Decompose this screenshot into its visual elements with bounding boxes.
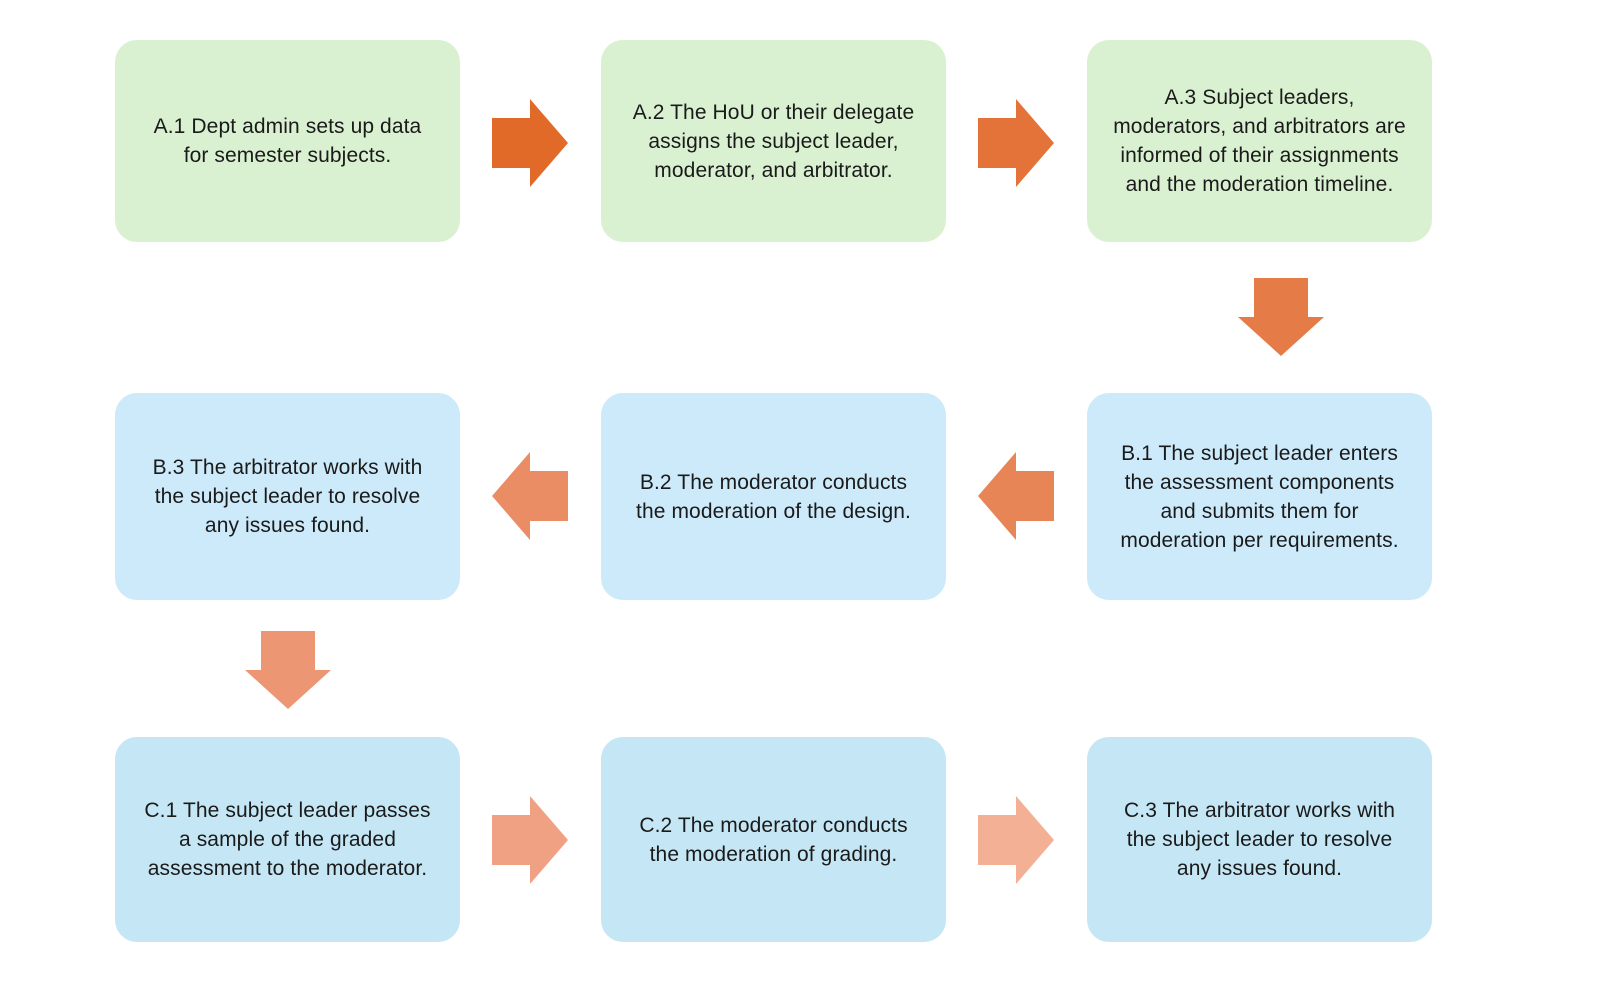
flow-box-c2: C.2 The moderator conducts the moderatio…	[601, 737, 946, 942]
flow-box-c2-label: C.2 The moderator conducts the moderatio…	[639, 813, 908, 866]
flow-arrow-a1-to-a2-right-icon	[492, 99, 568, 187]
flow-arrow-b1-to-b2-left-icon	[978, 452, 1054, 540]
flow-box-a3-label: A.3 Subject leaders, moderators, and arb…	[1113, 86, 1406, 196]
flow-box-a2: A.2 The HoU or their delegate assigns th…	[601, 40, 946, 242]
flow-arrow-a2-to-a3-right-icon	[978, 99, 1054, 187]
flow-arrow-c1-to-c2-right-icon	[492, 796, 568, 884]
flow-box-a1: A.1 Dept admin sets up data for semester…	[115, 40, 460, 242]
flow-box-b2-label: B.2 The moderator conducts the moderatio…	[636, 470, 911, 523]
flow-arrow-b2-to-b3-left-icon	[492, 452, 568, 540]
flow-box-a1-label: A.1 Dept admin sets up data for semester…	[153, 115, 422, 167]
flow-box-c1-label: C.1 The subject leader passes a sample o…	[144, 799, 431, 880]
flow-arrow-b3-to-c1-down-icon	[245, 631, 331, 709]
flow-box-b1-label: B.1 The subject leader enters the assess…	[1120, 441, 1399, 552]
flow-box-b2: B.2 The moderator conducts the moderatio…	[601, 393, 946, 600]
flow-box-b3: B.3 The arbitrator works with the subjec…	[115, 393, 460, 600]
flow-box-c1: C.1 The subject leader passes a sample o…	[115, 737, 460, 942]
flow-box-c3: C.3 The arbitrator works with the subjec…	[1087, 737, 1432, 942]
flow-box-a3: A.3 Subject leaders, moderators, and arb…	[1087, 40, 1432, 242]
flow-box-b3-label: B.3 The arbitrator works with the subjec…	[152, 456, 423, 537]
flow-box-a2-label: A.2 The HoU or their delegate assigns th…	[632, 100, 915, 182]
flow-box-b1: B.1 The subject leader enters the assess…	[1087, 393, 1432, 600]
flow-arrow-a3-to-b1-down-icon	[1238, 278, 1324, 356]
flow-arrow-c2-to-c3-right-icon	[978, 796, 1054, 884]
flow-box-c3-label: C.3 The arbitrator works with the subjec…	[1124, 799, 1395, 880]
